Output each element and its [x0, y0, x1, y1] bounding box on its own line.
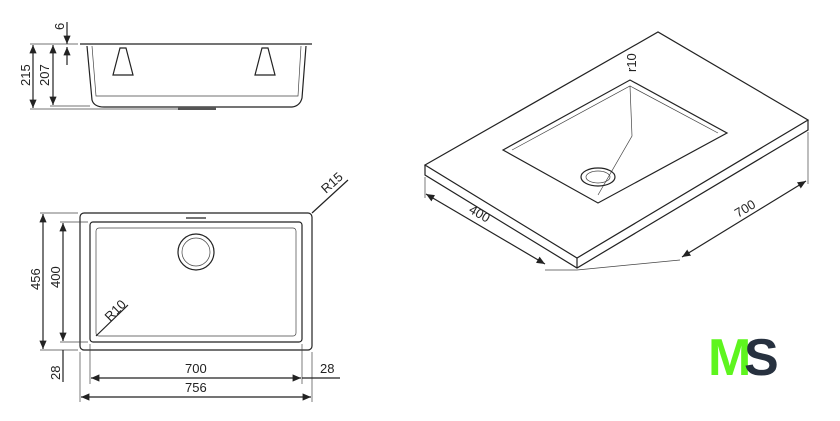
- ms-logo: M S: [708, 329, 779, 387]
- dim-756: 756: [185, 380, 207, 395]
- dim-r10: R10: [102, 297, 129, 324]
- iso-dim-700: 700: [732, 197, 758, 221]
- dim-456: 456: [28, 268, 43, 290]
- iso-dim-400: 400: [467, 202, 493, 226]
- dim-400: 400: [48, 266, 63, 288]
- top-view: 456 400 28 700 28 756 R15 R10: [28, 169, 349, 402]
- side-view: 215 207 6: [18, 22, 312, 110]
- dim-r15: R15: [318, 169, 346, 196]
- iso-view: 400 700 r10: [423, 31, 810, 271]
- dim-215: 215: [18, 64, 33, 86]
- dim-207: 207: [37, 64, 52, 86]
- logo-letter-s: S: [744, 329, 779, 387]
- iso-dim-r10: r10: [624, 53, 639, 72]
- dim-28-side: 28: [320, 361, 334, 376]
- dim-28-bottom: 28: [48, 366, 63, 380]
- logo-letter-m: M: [708, 329, 751, 387]
- dim-6: 6: [52, 23, 67, 30]
- dim-700: 700: [185, 361, 207, 376]
